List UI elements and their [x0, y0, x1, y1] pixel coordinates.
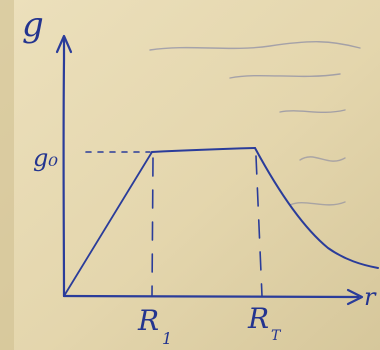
x-axis-label: r [364, 283, 377, 311]
g0-label: g₀ [33, 144, 58, 172]
gravity-curve [63, 146, 379, 297]
curve-plateau [150, 146, 257, 154]
curve-decay [254, 147, 379, 269]
x-axis-line [62, 294, 360, 299]
y-axis-arrow-icon [55, 34, 73, 54]
axes [55, 34, 364, 306]
rt-subscript: T [271, 328, 282, 344]
r1-label: R [137, 304, 159, 337]
rt-dashed-line [255, 155, 263, 297]
guide-lines [85, 151, 263, 297]
labels: g g₀ R 1 R T r [22, 5, 377, 348]
bleed-through-writing [149, 41, 361, 206]
x-axis-arrow-icon [346, 288, 364, 306]
y-axis-label: g [22, 5, 44, 45]
r1-dashed-line [151, 157, 154, 297]
rt-label: R [247, 302, 269, 335]
curve-linear-rise [63, 151, 153, 297]
r1-subscript: 1 [162, 329, 172, 348]
paper-left-edge [0, 0, 14, 350]
